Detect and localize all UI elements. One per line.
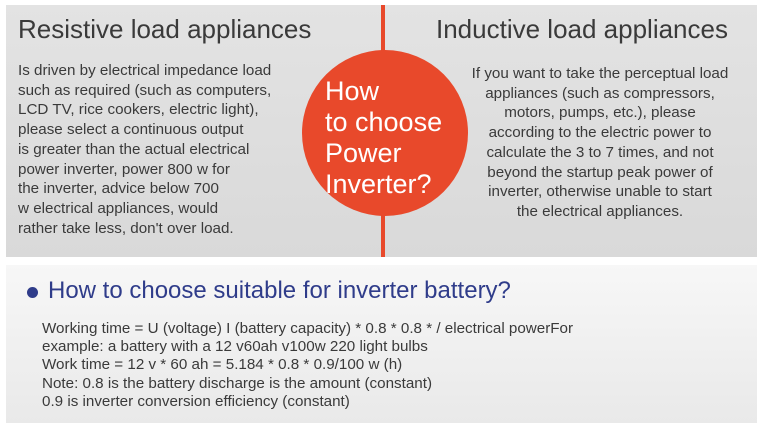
text-line: Working time = U (voltage) I (battery ca… xyxy=(42,320,574,337)
text-line: beyond the startup peak power of xyxy=(487,163,713,181)
text-line: 0.9 is inverter conversion efficiency (c… xyxy=(42,392,350,410)
text-line: Work time = 12 v * 60 ah = 5.184 * 0.8 *… xyxy=(42,356,403,374)
center-question: How to choose Power Inverter? xyxy=(325,76,442,200)
text-line: appliances (such as compressors, xyxy=(485,84,715,102)
text-line: power inverter, power 800 w for xyxy=(18,160,230,178)
center-question-line: Inverter? xyxy=(325,169,432,199)
bullet-icon xyxy=(27,287,38,298)
inductive-load-description: If you want to take the perceptual load … xyxy=(440,64,760,222)
text-line: inverter, otherwise unable to start xyxy=(488,183,712,201)
text-line: according to the electric power to xyxy=(488,124,712,142)
center-question-line: How xyxy=(325,76,380,106)
text-line: example: a battery with a 12 v60ah v100w… xyxy=(42,338,428,356)
text-line: rather take less, don't over load. xyxy=(18,219,234,237)
text-line: LCD TV, rice cookers, electric light), xyxy=(18,101,259,119)
text-line: motors, pumps, etc.), please xyxy=(504,104,696,122)
text-line: w electrical appliances, would xyxy=(18,199,219,217)
text-line: calculate the 3 to 7 times, and not xyxy=(486,143,714,161)
text-line: Is driven by electrical impedance load xyxy=(18,62,272,79)
text-line: the inverter, advice below 700 xyxy=(18,180,219,198)
battery-formula: Working time = U (voltage) I (battery ca… xyxy=(42,320,573,411)
text-line: is greater than the actual electrical xyxy=(18,140,250,158)
center-circle xyxy=(302,50,468,216)
center-question-line: Power xyxy=(325,138,402,168)
text-line: the electrical appliances. xyxy=(516,202,684,220)
battery-panel xyxy=(6,265,757,423)
resistive-load-title: Resistive load appliances xyxy=(18,14,312,44)
battery-title: How to choose suitable for inverter batt… xyxy=(48,277,511,304)
inductive-load-title: Inductive load appliances xyxy=(436,14,728,44)
resistive-load-description: Is driven by electrical impedance load s… xyxy=(18,61,318,238)
text-line: please select a continuous output xyxy=(18,121,244,139)
text-line: such as required (such as computers, xyxy=(18,81,272,99)
text-line: If you want to take the perceptual load xyxy=(471,65,729,82)
center-question-line: to choose xyxy=(325,107,443,137)
text-line: Note: 0.8 is the battery discharge is th… xyxy=(42,374,433,392)
